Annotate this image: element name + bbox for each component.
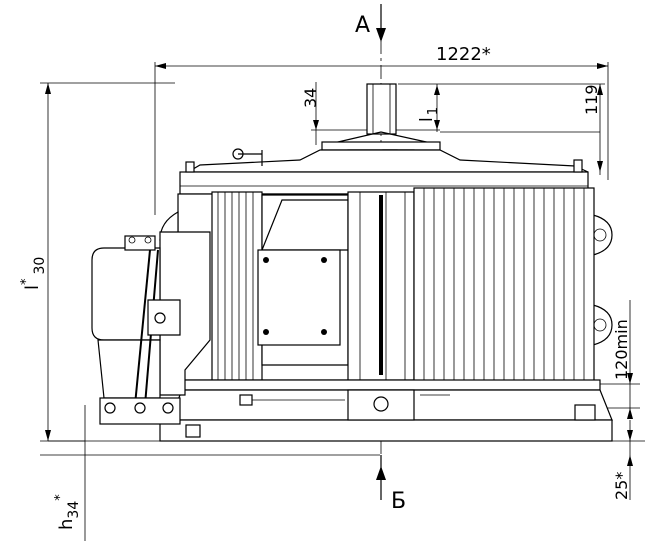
view-label-top: А — [355, 13, 370, 38]
svg-text:l1: l1 — [417, 107, 441, 122]
view-label-bottom: Б — [391, 489, 406, 514]
axis-height-label: h34* — [53, 494, 82, 530]
width-dimension-line — [154, 62, 609, 215]
svg-text:l*30: l*30 — [19, 257, 48, 290]
shaft-length-label: l1 — [417, 107, 441, 122]
terminal-box — [257, 194, 349, 366]
shaft-length-dimension — [434, 84, 440, 132]
center-band — [347, 191, 415, 381]
shaft-height-dimension — [398, 83, 605, 175]
view-arrow-bottom — [376, 455, 386, 500]
clearance-dimension — [600, 300, 640, 419]
width-dimension-label: 1222* — [436, 44, 491, 65]
base-offset-label: 25* — [612, 472, 631, 500]
height-dimension-line — [40, 82, 175, 442]
base-offset-dimension — [610, 420, 645, 500]
housing-bottom-band — [177, 379, 601, 391]
cooling-fins-left — [211, 191, 263, 381]
height-dimension-label: l*30 — [19, 257, 48, 290]
svg-text:h34*: h34* — [53, 494, 82, 530]
brake-unit — [91, 231, 211, 425]
top-cover — [179, 148, 589, 195]
base-frame — [159, 389, 613, 442]
shaft-offset-label: 34 — [301, 88, 320, 108]
cooling-fins-right — [413, 187, 595, 383]
view-arrow-top — [376, 4, 386, 42]
shaft-height-label: 119 — [582, 84, 601, 115]
axis-height-dimension-line — [40, 405, 380, 541]
clearance-label: 120min — [612, 319, 631, 380]
